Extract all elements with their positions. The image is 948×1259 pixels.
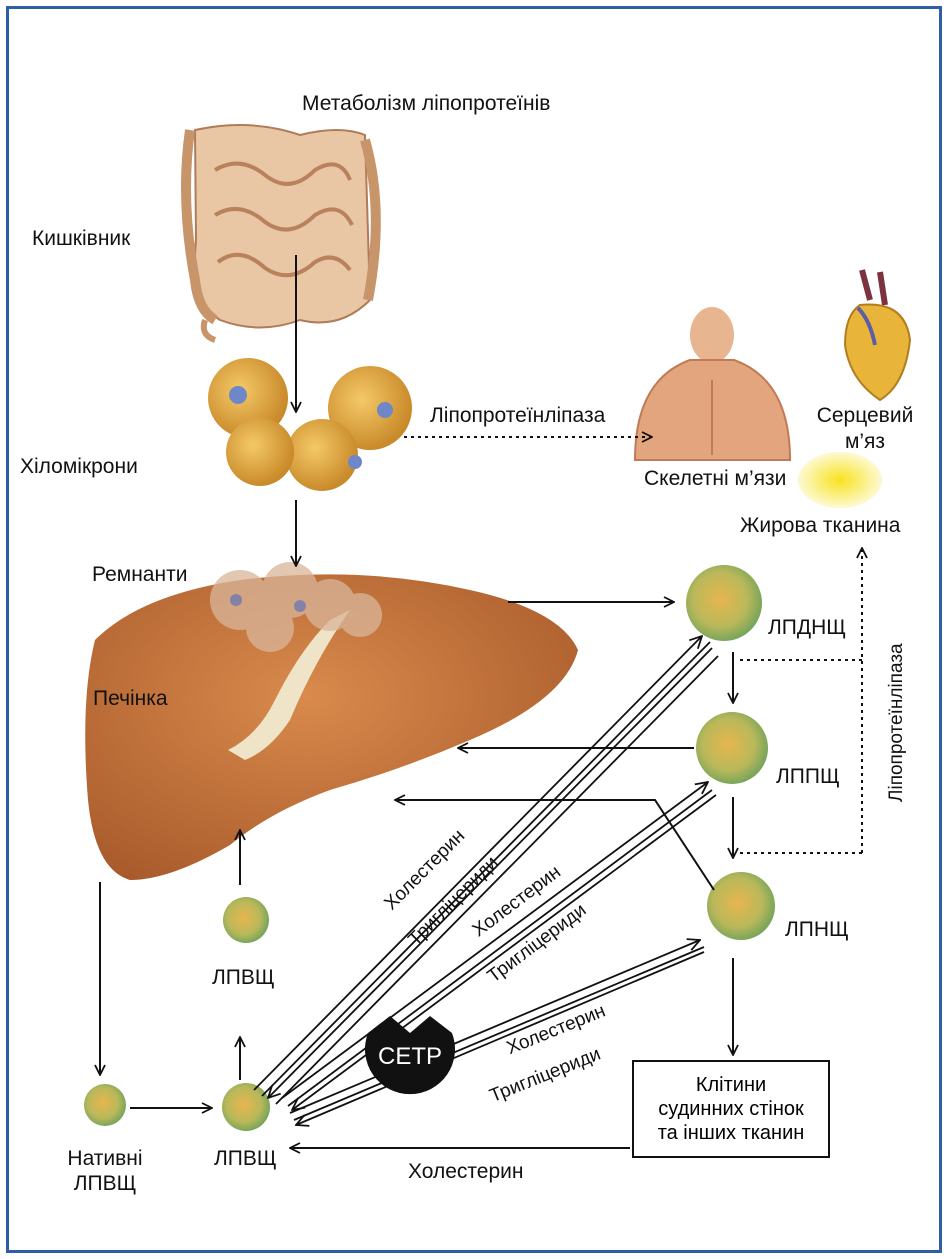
liver-label: Печінка (93, 687, 168, 711)
hdl-bottom-particle (222, 1083, 270, 1131)
intestine-label: Кишківник (32, 227, 130, 251)
adipose-tissue-blob (798, 452, 882, 508)
adipose-tissue-label: Жирова тканина (740, 514, 900, 538)
diagram-title: Метаболізм ліпопротеїнів (302, 92, 550, 116)
idl-label: ЛППЩ (776, 765, 840, 789)
skeletal-muscle-illustration (635, 307, 790, 460)
vessel-cells-box: Клітини судинних стінок та інших тканин (632, 1060, 830, 1158)
skeletal-muscle-label: Скелетні м’язи (644, 467, 786, 491)
lipoprotein-lipase-label: Ліпопротеїнліпаза (430, 404, 605, 428)
native-hdl-label-2: ЛПВЩ (55, 1172, 155, 1196)
chylomicrons-label: Хіломікрони (20, 455, 138, 479)
remnants-label: Ремнанти (92, 563, 187, 587)
hdl-mid-particle (223, 897, 269, 943)
cholesterol-bottom-label: Холестерин (408, 1160, 524, 1184)
native-hdl-particle (84, 1084, 126, 1126)
lipoprotein-lipase-vertical-label: Ліпопротеїнліпаза (886, 643, 908, 802)
vldl-label: ЛПДНЩ (768, 616, 846, 640)
heart-muscle-label-1: Серцевий (810, 404, 920, 428)
hdl-mid-label: ЛПВЩ (212, 966, 275, 990)
intestine-illustration (186, 125, 376, 340)
ldl-label: ЛПНЩ (785, 918, 849, 942)
native-hdl-label-1: Нативні (55, 1147, 155, 1171)
heart-muscle-label-2: м’яз (810, 430, 920, 454)
cetp-label: CETP (372, 1043, 448, 1071)
vldl-particle (686, 565, 762, 641)
ldl-particle (707, 872, 775, 940)
heart-illustration (845, 270, 910, 400)
idl-particle (696, 712, 768, 784)
chylomicron-particles (208, 358, 412, 491)
hdl-bottom-label: ЛПВЩ (214, 1147, 277, 1171)
